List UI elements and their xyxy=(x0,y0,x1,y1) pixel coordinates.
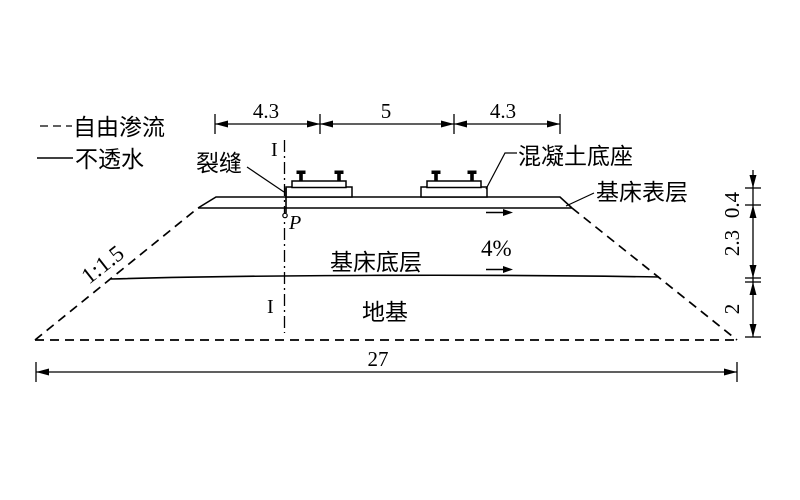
surface-layer-label: 基床表层 xyxy=(596,180,688,205)
surface-layer-leader-line xyxy=(565,192,595,207)
dim-arrow-icon xyxy=(749,205,757,218)
flow-arrow-head-icon xyxy=(503,209,513,216)
embankment-outline xyxy=(34,196,738,341)
dim-arrow-icon xyxy=(36,368,49,376)
point-p-label: P xyxy=(288,212,301,234)
right-dimension: 0.4 2.3 2 xyxy=(720,170,761,338)
bottom-dimension: 27 xyxy=(35,347,738,382)
dim-arrow-icon xyxy=(441,120,454,128)
point-p-marker xyxy=(282,212,288,219)
slope-ratio-label: 1:1.5 xyxy=(77,240,129,288)
callout-labels: 裂缝 混凝土底座 基床表层 基床底层 地基 1:1.5 xyxy=(77,144,688,325)
left-concrete-base xyxy=(285,186,353,198)
foundation-label: 地基 xyxy=(362,300,408,325)
left-track-slab xyxy=(291,180,347,189)
right-concrete-base xyxy=(420,186,488,198)
right-slope-dashed-line xyxy=(571,207,738,341)
dim-arrow-icon xyxy=(454,120,467,128)
right-track-unit xyxy=(420,170,488,198)
crack-leader-line xyxy=(246,166,285,193)
left-rail-icon xyxy=(334,170,344,182)
dim-arrow-icon xyxy=(215,120,228,128)
concrete-base-leader-line xyxy=(485,152,517,190)
left-slope-dashed-line xyxy=(34,207,199,341)
dim-arrow-icon xyxy=(749,324,757,337)
dim-value-center: 5 xyxy=(381,99,392,123)
right-rail-icon xyxy=(431,170,441,182)
right-rail-icon xyxy=(467,170,477,182)
flow-arrow-head-icon xyxy=(503,266,513,273)
dim-value-23: 2.3 xyxy=(720,230,744,256)
foundation-top-line xyxy=(110,274,660,280)
dim-arrow-icon xyxy=(749,175,757,188)
gradient-label: 4% xyxy=(481,236,512,261)
dim-value-left: 4.3 xyxy=(253,99,279,123)
dim-value-2: 2 xyxy=(720,304,744,315)
dim-value-right: 4.3 xyxy=(490,99,516,123)
right-track-slab xyxy=(426,180,482,189)
dim-arrow-icon xyxy=(749,265,757,278)
section-marker-bottom: I xyxy=(267,296,274,318)
dim-arrow-icon xyxy=(724,368,737,376)
concrete-base-label: 混凝土底座 xyxy=(518,144,633,169)
dim-arrow-icon xyxy=(547,120,560,128)
surface-layer-top-line xyxy=(197,196,573,209)
legend-free-seepage-label: 自由渗流 xyxy=(73,115,165,140)
dim-value-total: 27 xyxy=(368,347,389,371)
left-rail-icon xyxy=(296,170,306,182)
dim-arrow-icon xyxy=(320,120,333,128)
bottom-layer-label: 基床底层 xyxy=(330,250,422,275)
crack-label: 裂缝 xyxy=(196,151,242,176)
left-track-unit xyxy=(285,170,353,198)
dim-arrow-icon xyxy=(749,282,757,295)
dim-value-04: 0.4 xyxy=(720,191,744,218)
drainage-gradient-group: 4% xyxy=(481,209,513,273)
dim-arrow-icon xyxy=(307,120,320,128)
legend: 自由渗流 不透水 xyxy=(37,115,165,172)
section-marker-top: I xyxy=(271,139,278,161)
top-dimension: 4.3 5 4.3 xyxy=(214,99,561,134)
legend-impervious-label: 不透水 xyxy=(75,147,144,172)
